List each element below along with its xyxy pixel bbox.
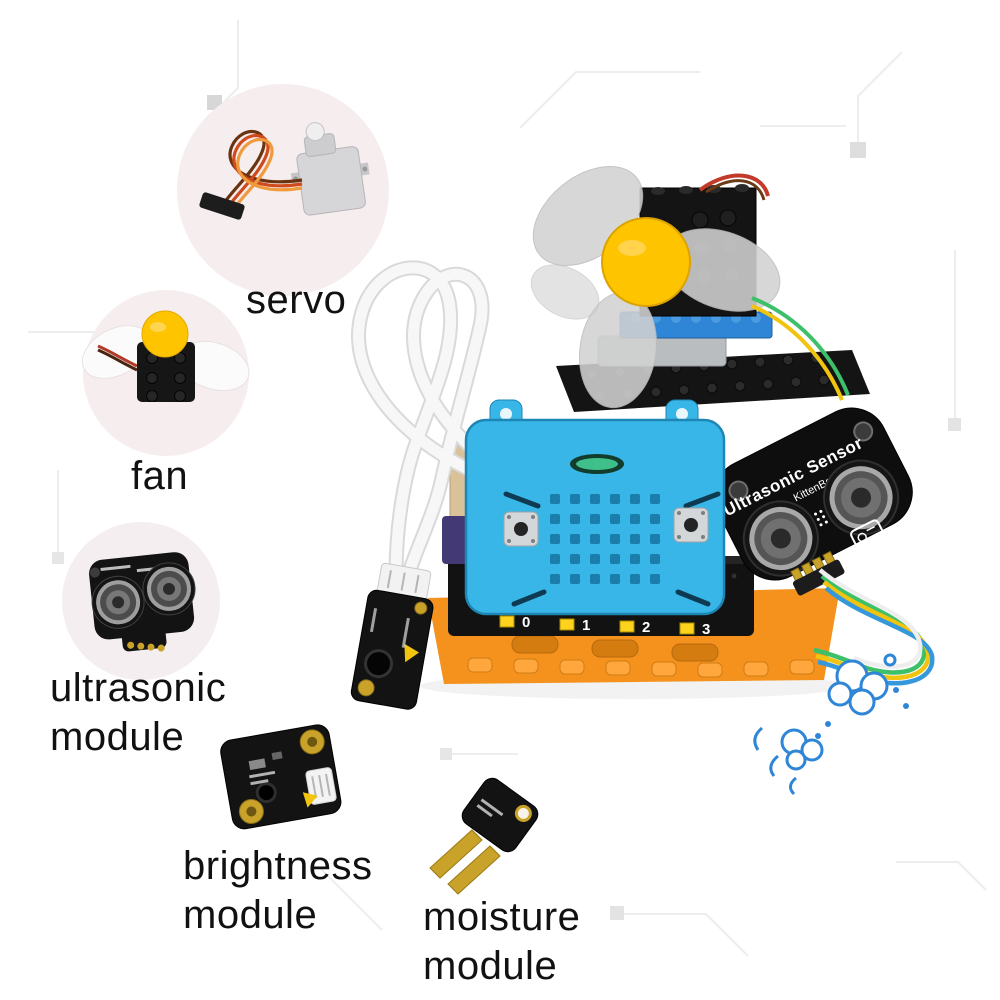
label-moisture-line2: module <box>423 943 558 988</box>
servo-wires <box>220 129 303 215</box>
label-brightness-line1: brightness <box>183 844 373 888</box>
signal-wires-top <box>751 296 850 401</box>
white-wire-loops <box>351 260 490 582</box>
button-a <box>503 511 539 547</box>
label-ultrasonic-line1: ultrasonic <box>50 666 227 710</box>
led-matrix <box>550 494 660 584</box>
base-studs <box>467 657 815 678</box>
port-number-0: 0 <box>522 614 530 631</box>
ultrasonic-inset <box>62 522 220 680</box>
whisker-slits <box>503 491 721 607</box>
label-ultrasonic: ultrasonic module <box>50 664 226 762</box>
servo-inset <box>177 84 389 296</box>
brightness-inset <box>220 724 342 830</box>
ultrasonic-photo <box>89 552 196 652</box>
label-fan: fan <box>131 454 189 498</box>
fan-cap <box>141 310 189 358</box>
light-sensor <box>255 782 277 804</box>
transducer-left <box>742 500 819 577</box>
label-brightness-line2: module <box>183 892 318 937</box>
port-number-2: 2 <box>642 619 650 636</box>
label-servo: servo <box>246 278 347 322</box>
fan-power-wire <box>698 173 770 197</box>
fan-inset <box>81 290 250 456</box>
fan-cap <box>601 217 691 307</box>
sensor-element <box>364 649 394 679</box>
moisture-prong <box>429 829 483 879</box>
port-number-1: 1 <box>582 617 590 634</box>
label-brightness: brightness module <box>183 842 373 940</box>
microbit-case <box>464 399 726 616</box>
transducer-right <box>823 459 900 536</box>
ultrasonic-transducer <box>142 562 196 616</box>
moisture-inset <box>429 777 539 895</box>
fan-photo <box>81 310 250 402</box>
buzzer-dots <box>814 509 828 527</box>
ultrasonic-sensor-board: Ultrasonic Sensor KittenBot <box>713 407 913 596</box>
ultrasonic-transducer <box>91 575 145 629</box>
fan-blades <box>530 165 781 409</box>
label-ultrasonic-line2: module <box>50 714 185 759</box>
label-moisture-line1: moisture <box>423 895 581 939</box>
port-leds <box>499 615 695 635</box>
moisture-prong <box>447 845 501 895</box>
button-b <box>673 507 709 543</box>
servo-photo <box>199 122 370 220</box>
label-moisture: moisture module <box>423 893 580 991</box>
attached-sensor-module <box>350 562 434 710</box>
purple-block <box>442 516 468 564</box>
puff-doodle <box>753 653 909 796</box>
port-number-3: 3 <box>702 621 710 638</box>
logo-box <box>850 519 886 551</box>
